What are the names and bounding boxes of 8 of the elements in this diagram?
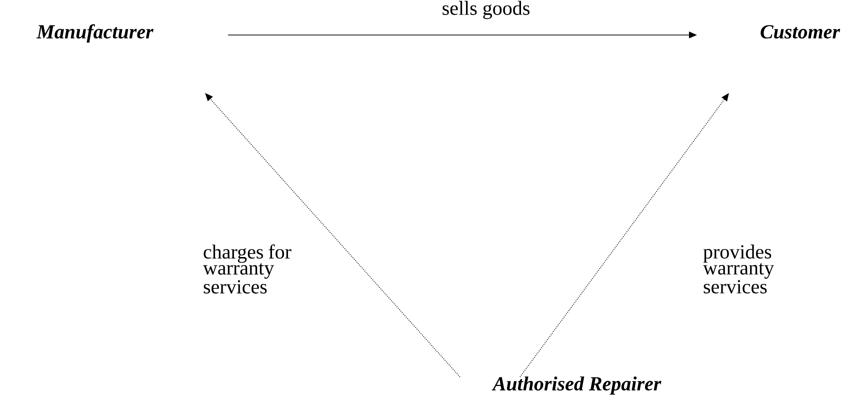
edge-label: charges for warranty services	[203, 244, 292, 294]
arrow	[520, 93, 729, 378]
arrow	[205, 93, 460, 378]
edge-label: sells goods	[442, 0, 530, 20]
node-label: Authorised Repairer	[492, 376, 662, 395]
node-label: Customer	[760, 25, 840, 39]
edge-label: provides warranty services	[703, 244, 774, 294]
node-label: Manufacturer	[36, 24, 154, 43]
